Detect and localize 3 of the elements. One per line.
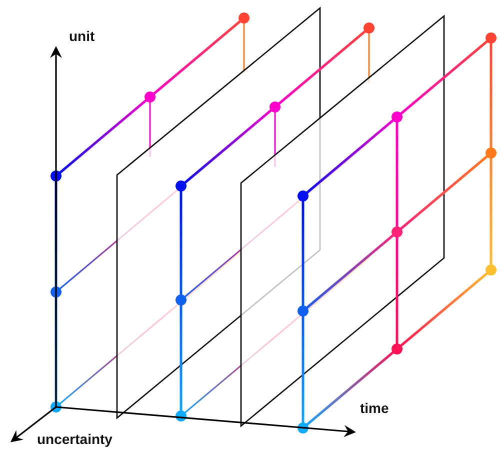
axis-label: uncertainty xyxy=(37,431,112,447)
axis-label: time xyxy=(360,400,389,416)
axis-label: unit xyxy=(69,28,95,44)
